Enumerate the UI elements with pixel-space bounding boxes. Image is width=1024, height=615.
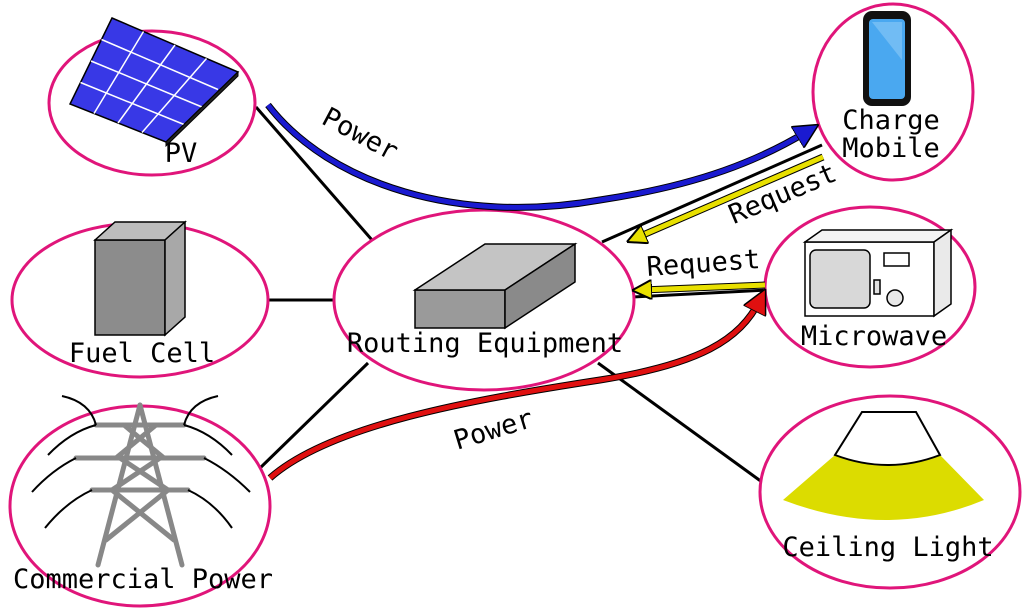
node-commercial-power: Commercial Power — [8, 395, 273, 608]
solar-panel-icon — [68, 17, 240, 148]
pv-label: PV — [165, 138, 198, 169]
power-label-red: Power — [450, 403, 537, 456]
fuel-cell-box-icon — [93, 220, 187, 337]
node-ceiling-light: Ceiling Light — [758, 394, 1022, 590]
microwave-label: Microwave — [801, 321, 947, 352]
commercial-power-label: Commercial Power — [13, 564, 273, 595]
request-label-microwave: Request — [646, 244, 762, 283]
fuel-cell-label: Fuel Cell — [69, 338, 215, 369]
node-pv: PV — [47, 17, 257, 177]
request-arrow-microwave: Request — [642, 244, 766, 290]
router-box-icon — [412, 242, 578, 330]
link-pv-routing — [254, 106, 374, 241]
power-tower-icon — [31, 395, 251, 568]
node-microwave: Microwave — [763, 205, 977, 369]
link-routing-light — [597, 361, 763, 484]
node-fuel-cell: Fuel Cell — [10, 220, 270, 379]
link-commercial-routing — [256, 361, 370, 472]
ceiling-lamp-icon — [783, 411, 984, 520]
charge-mobile-label-line1: Charge — [842, 105, 940, 136]
microwave-icon — [802, 228, 954, 318]
routing-label: Routing Equipment — [347, 328, 623, 359]
charge-mobile-label-line2: Mobile — [842, 133, 940, 164]
power-arrow-pv-to-mobile: Power — [265, 102, 808, 211]
ceiling-light-label: Ceiling Light — [782, 532, 993, 563]
node-charge-mobile: Charge Mobile — [811, 2, 975, 182]
node-routing-equipment: Routing Equipment — [332, 208, 636, 392]
smartphone-icon — [863, 11, 911, 106]
